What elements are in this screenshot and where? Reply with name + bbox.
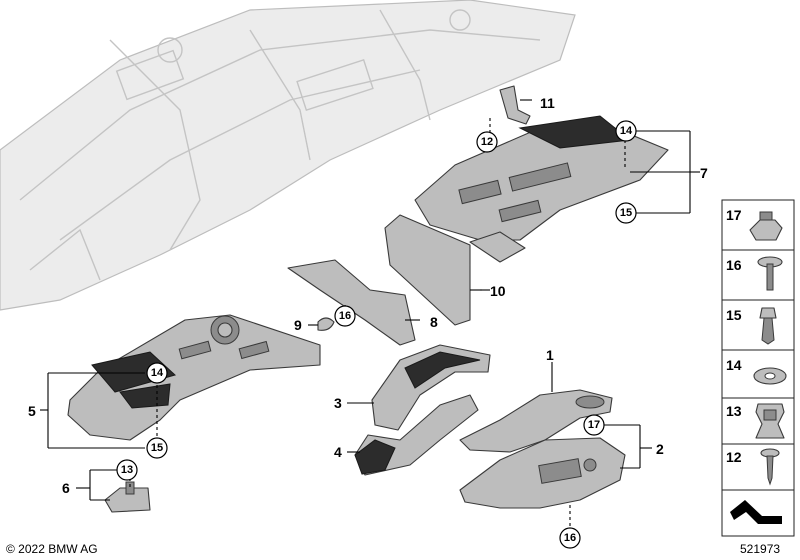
clip-nut-icon — [749, 211, 783, 241]
svg-text:17: 17 — [588, 419, 600, 431]
svg-text:14: 14 — [620, 125, 633, 137]
part-5-panel — [67, 314, 321, 441]
circled-callout-16-mid: 16 — [334, 305, 356, 327]
legend-item-15: 15 — [721, 299, 795, 351]
part-2-trim — [459, 437, 626, 509]
svg-text:15: 15 — [151, 442, 163, 454]
spring-clip-icon — [755, 403, 785, 439]
callout-6: 6 — [62, 480, 70, 496]
legend-item-16: 16 — [721, 249, 795, 301]
callout-3: 3 — [334, 395, 342, 411]
svg-text:16: 16 — [726, 257, 742, 273]
legend-item-arrow — [721, 489, 795, 537]
legend-item-12: 12 — [721, 443, 795, 491]
zigzag-arrow-icon — [730, 500, 782, 524]
callout-9: 9 — [294, 317, 302, 333]
dashboard-frame — [0, 0, 576, 311]
callout-10: 10 — [490, 283, 506, 299]
svg-text:12: 12 — [481, 136, 493, 148]
svg-text:13: 13 — [726, 403, 742, 419]
part-3-duct — [371, 344, 491, 431]
circled-callout-15-top: 15 — [615, 202, 637, 224]
svg-text:16: 16 — [339, 310, 351, 322]
circled-callout-13: 13 — [116, 459, 138, 481]
svg-text:14: 14 — [726, 357, 742, 373]
callout-11: 11 — [540, 95, 555, 111]
svg-text:12: 12 — [726, 449, 742, 465]
svg-text:15: 15 — [620, 207, 632, 219]
circled-callout-14-top: 14 — [615, 120, 637, 142]
svg-text:15: 15 — [726, 307, 742, 323]
callout-labels: 11 7 10 8 9 1 3 4 2 5 6 — [28, 95, 708, 496]
part-11-bracket — [499, 85, 532, 125]
circled-callouts: 12 14 15 16 17 14 15 13 — [116, 120, 637, 549]
circled-callout-12: 12 — [476, 131, 498, 153]
svg-text:17: 17 — [726, 207, 742, 223]
tapping-screw-icon — [760, 448, 780, 486]
callout-1: 1 — [546, 347, 554, 363]
svg-text:13: 13 — [121, 464, 133, 476]
callout-4: 4 — [334, 444, 342, 460]
part-7-shelf — [414, 115, 669, 263]
svg-text:14: 14 — [151, 367, 164, 379]
washer-icon — [753, 367, 787, 385]
part-8-trim — [287, 259, 420, 346]
part-10-panel — [384, 214, 482, 326]
part-1-trim — [459, 389, 613, 453]
circled-callout-14-left: 14 — [146, 362, 168, 384]
callout-5: 5 — [28, 403, 36, 419]
callout-7: 7 — [700, 165, 708, 181]
part-6-bracket — [104, 481, 151, 513]
callout-2: 2 — [656, 441, 664, 457]
circled-callout-16-bottom: 16 — [559, 527, 581, 549]
copyright-text: © 2022 BMW AG — [6, 542, 98, 556]
diagram-id: 521973 — [740, 542, 780, 556]
small-parts-legend: 17 16 15 14 — [721, 199, 795, 537]
circled-callout-15-left: 15 — [146, 437, 168, 459]
expanding-rivet-icon — [759, 307, 777, 345]
washer-screw-icon — [757, 256, 783, 291]
legend-item-17: 17 — [721, 199, 795, 251]
callout-8: 8 — [430, 314, 438, 330]
circled-callout-17: 17 — [583, 414, 605, 436]
legend-item-14: 14 — [721, 349, 795, 399]
legend-item-13: 13 — [721, 397, 795, 445]
svg-text:16: 16 — [564, 532, 576, 544]
leader-lines — [40, 118, 700, 528]
part-9-plug — [308, 317, 335, 331]
part-4-duct — [354, 394, 479, 476]
